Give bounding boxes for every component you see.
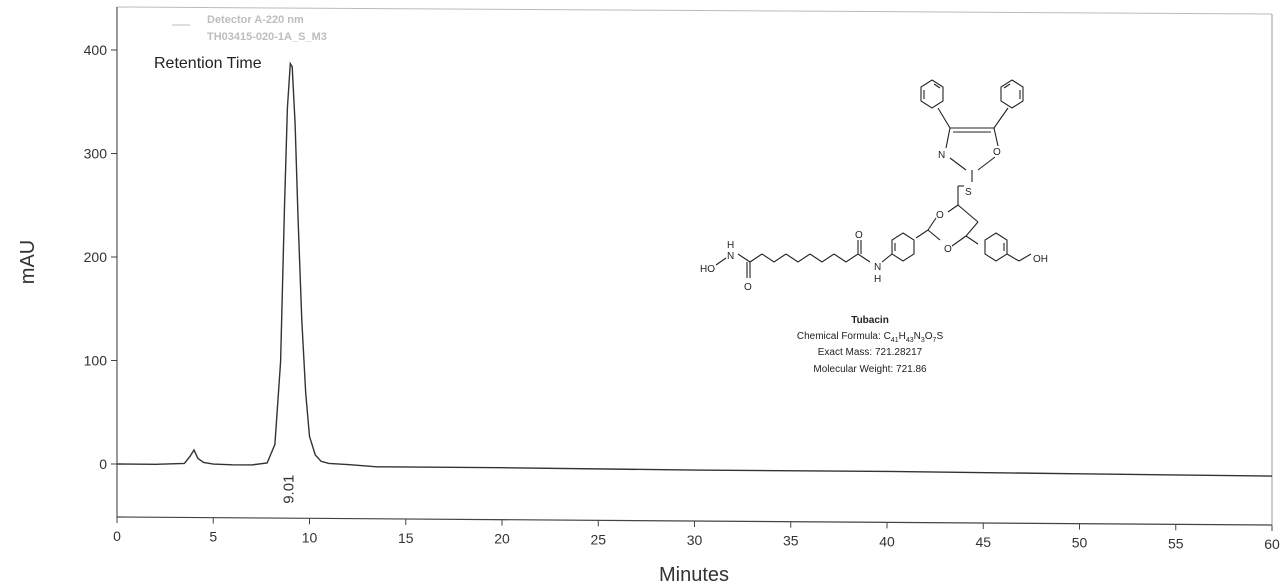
atom-n-amide: N xyxy=(874,262,881,273)
dioxane-bond-2 xyxy=(927,217,937,231)
bond-phenyl-to-nh xyxy=(881,253,893,263)
atom-h-hydroxamic: H xyxy=(727,240,734,251)
formula-n-count: 3 xyxy=(921,337,925,344)
bond-carbonyl-to-nh-hydroxamic xyxy=(737,253,751,263)
dioxane-bond-4 xyxy=(951,235,967,247)
x-tick-label: 40 xyxy=(879,533,895,549)
formula-h-count: 43 xyxy=(906,337,914,344)
oxazole-bond-o-c2 xyxy=(977,156,996,171)
legend: Detector A-220 nm TH03415-020-1A_S_M3 xyxy=(172,14,327,43)
atom-o-ring-bottom: O xyxy=(944,244,952,255)
x-axis-title: Minutes xyxy=(659,564,729,586)
bond-acetal-to-phenyl xyxy=(915,229,929,239)
bond-ring-to-right-phenyl xyxy=(965,235,979,245)
plot-frame-top xyxy=(116,6,1273,15)
x-tick-label: 30 xyxy=(687,532,703,548)
atom-o-carbonyl-right: O xyxy=(855,230,863,241)
dioxane-bond-5 xyxy=(965,221,979,237)
right-phenyl-ring xyxy=(984,232,1008,262)
x-tick-label: 50 xyxy=(1072,535,1088,551)
compound-name: Tubacin xyxy=(851,315,889,326)
x-tick-label: 15 xyxy=(398,530,414,546)
x-axis-ticks: 0 5 10 15 20 25 30 35 40 45 50 55 60 xyxy=(113,517,1280,552)
atom-ho-left: HO xyxy=(700,264,715,275)
atom-n-oxazole: N xyxy=(938,150,945,161)
x-tick-label: 20 xyxy=(494,531,510,547)
legend-detector-label: Detector A-220 nm xyxy=(207,14,304,26)
y-axis-ticks: 0 100 200 300 400 xyxy=(84,42,117,472)
oxazole-bond-c5-o xyxy=(993,127,999,147)
y-tick-label: 200 xyxy=(84,249,108,265)
suberoyl-chain xyxy=(749,253,871,263)
phenyl-ring-left xyxy=(920,79,944,109)
dioxane-bond-6 xyxy=(957,204,979,223)
atom-o-oxazole: O xyxy=(993,147,1001,158)
x-tick-label: 45 xyxy=(975,534,991,550)
molecular-weight: Molecular Weight: 721.86 xyxy=(813,364,927,375)
formula-n: N xyxy=(914,331,921,342)
x-tick-label: 0 xyxy=(113,528,121,544)
central-phenyl-ring xyxy=(891,232,915,262)
y-tick-label: 300 xyxy=(84,146,108,162)
formula-o-count: 7 xyxy=(933,337,937,344)
formula-label: Chemical Formula: xyxy=(797,331,884,342)
y-tick-label: 0 xyxy=(99,456,107,472)
x-tick-label: 5 xyxy=(209,529,217,545)
x-tick-label: 60 xyxy=(1264,536,1280,552)
x-tick-label: 55 xyxy=(1168,535,1184,551)
plot-frame xyxy=(116,6,1273,526)
atom-o-ring-top: O xyxy=(936,210,944,221)
peak-label: 9.01 xyxy=(280,475,297,504)
y-tick-label: 400 xyxy=(84,42,108,58)
formula-s: S xyxy=(936,331,943,342)
y-axis-title: mAU xyxy=(17,240,39,284)
x-tick-label: 10 xyxy=(302,529,318,545)
formula-c: C xyxy=(884,331,891,342)
oxazole-bond-n-c2 xyxy=(949,157,967,171)
atom-h-amide: H xyxy=(874,274,881,285)
atom-n-hydroxamic: N xyxy=(727,251,734,262)
phenyl-ring-left-double-bond xyxy=(933,83,941,89)
atom-s: S xyxy=(965,187,972,198)
bond-phenyl-right-to-oxazole xyxy=(993,107,1009,129)
exact-mass: Exact Mass: 721.28217 xyxy=(818,347,923,358)
bond-phenyl-left-to-oxazole xyxy=(937,107,951,129)
tubacin-structure: N O S O O OH N H O O H xyxy=(700,79,1048,293)
atom-o-carbonyl-left: O xyxy=(744,282,752,293)
chemical-formula: Chemical Formula: C41H43N3O7S xyxy=(797,331,944,344)
formula-c-count: 41 xyxy=(891,337,899,344)
dioxane-bond-3 xyxy=(927,229,941,241)
bond-ch2-oh xyxy=(1018,253,1032,262)
chromatogram-trace xyxy=(116,61,1273,477)
legend-sample-label: TH03415-020-1A_S_M3 xyxy=(207,31,327,43)
series-layer xyxy=(116,61,1273,477)
formula-o: O xyxy=(925,331,933,342)
dioxane-bond-1 xyxy=(947,204,959,213)
formula-h: H xyxy=(899,331,906,342)
x-tick-label: 35 xyxy=(783,533,799,549)
retention-time-annotation: Retention Time xyxy=(154,55,262,72)
x-tick-label: 25 xyxy=(590,531,606,547)
atom-oh-right: OH xyxy=(1033,254,1048,265)
bond-n-oh xyxy=(715,257,727,266)
bond-phenyl-ch2 xyxy=(1006,253,1020,262)
compound-info: Tubacin Chemical Formula: C41H43N3O7S Ex… xyxy=(797,315,944,375)
phenyl-ring-right xyxy=(1000,79,1024,109)
oxazole-bond-c4-n xyxy=(945,127,951,149)
phenyl-ring-right-double-bond xyxy=(1003,83,1011,89)
y-tick-label: 100 xyxy=(84,353,108,369)
